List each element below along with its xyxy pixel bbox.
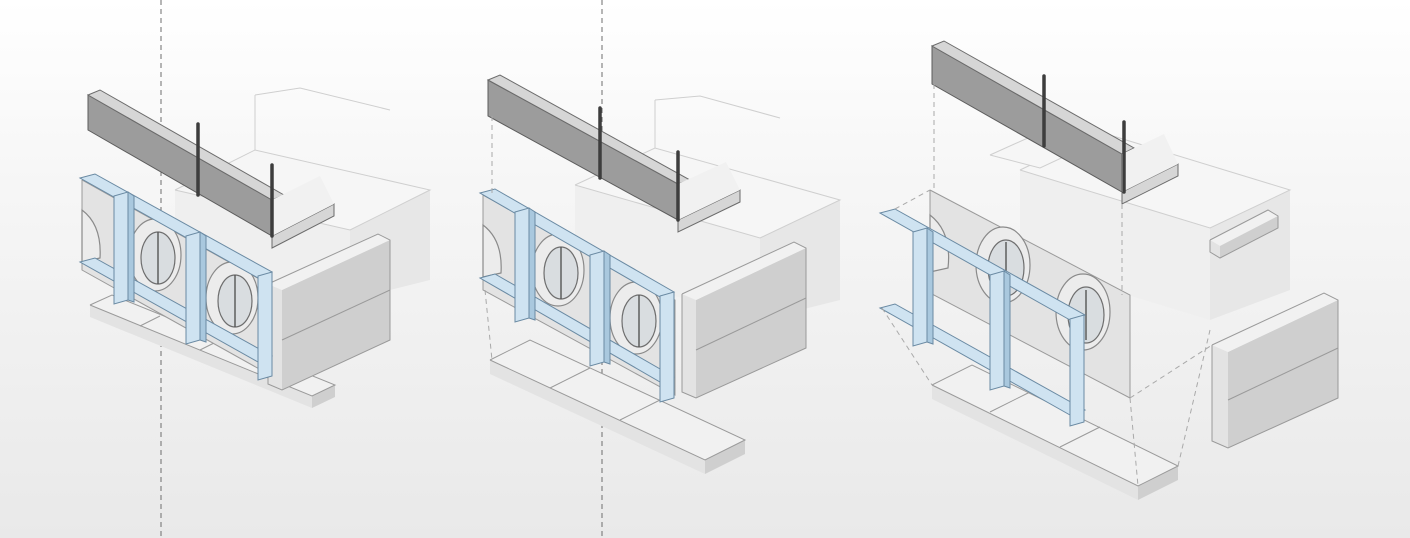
- window: [482, 223, 502, 278]
- stage-3-side-module: [1211, 292, 1339, 449]
- stage-3-blue-frame: [878, 208, 1087, 427]
- stage-1-assembly: [78, 0, 432, 538]
- stage-2-parapet: [486, 74, 741, 233]
- stage-1-parapet: [86, 89, 335, 249]
- stage-2-side-module: [681, 241, 807, 399]
- stage-2-base-slab: [489, 339, 747, 474]
- stage-1-blue-frame: [78, 173, 274, 381]
- stage-3-roof-cap: [1209, 209, 1279, 259]
- stage-3-parapet: [930, 40, 1179, 205]
- stage-2-blue-frame: [478, 188, 676, 403]
- stage-3-assembly: [878, 40, 1339, 500]
- stage-2-assembly: [478, 0, 842, 538]
- stage-3-guide-lines: [881, 84, 1213, 487]
- stage-3-base-slab: [931, 364, 1180, 500]
- window: [81, 208, 101, 263]
- window: [609, 281, 663, 355]
